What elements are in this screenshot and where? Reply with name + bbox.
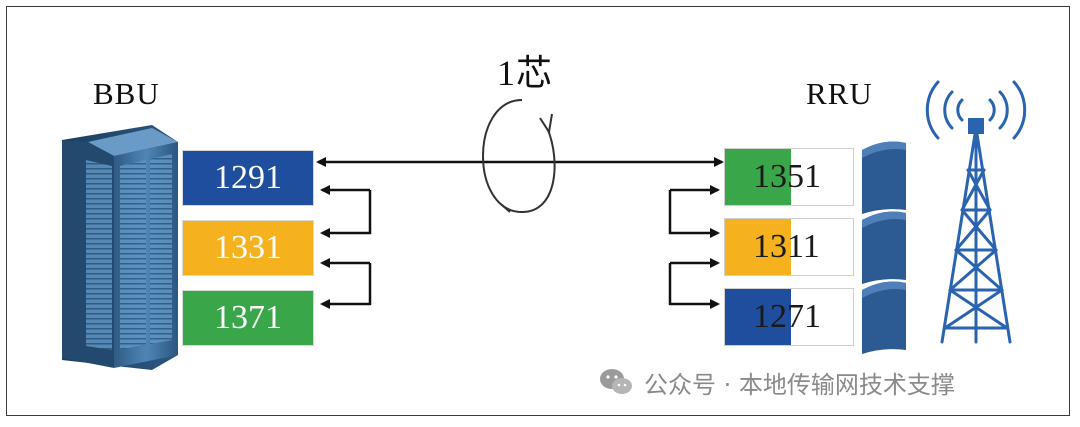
bbu-port-label: 1371 [214,299,282,336]
rru-loop-2 [668,258,720,309]
watermark-text: 公众号 · 本地传输网技术支撑 [644,370,955,399]
watermark: 公众号 · 本地传输网技术支撑 [598,362,955,402]
rru-port-label: 1351 [753,158,821,195]
bbu-port-1331: 1331 [182,220,314,276]
bbu-port-1371: 1371 [182,290,314,346]
tower-antenna-icon [968,118,984,134]
tower-icon [925,80,1027,344]
rru-port-1351: 1351 [724,148,854,206]
bbu-loop-2 [320,258,372,309]
rru-units-icon [862,141,906,354]
wechat-icon [600,369,632,394]
bbu-port-label: 1331 [214,229,282,266]
rru-loop-1 [668,185,720,238]
rru-port-label: 1271 [753,298,821,335]
bbu-loop-1 [320,185,372,238]
rru-port-1311: 1311 [724,218,854,276]
bbu-port-label: 1291 [214,159,282,196]
rru-port-1271: 1271 [724,288,854,346]
diagram-frame [6,6,1070,416]
rru-label: RRU [806,76,873,111]
fiber-label: 1芯 [497,53,554,93]
fiber-twist-icon [482,99,556,214]
bbu-label: BBU [93,76,160,111]
bbu-port-1291: 1291 [182,150,314,206]
rru-port-label: 1311 [753,228,820,265]
